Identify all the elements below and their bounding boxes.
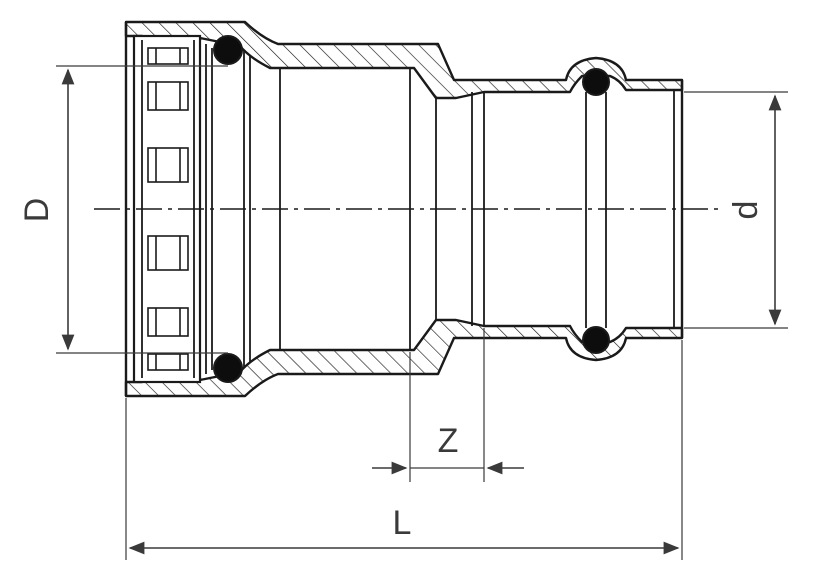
- upper-wall-section: [124, 20, 684, 100]
- grip-tooth: [147, 353, 189, 371]
- grip-teeth: [147, 47, 189, 371]
- dimension-Z: [372, 328, 524, 482]
- grip-tooth: [147, 147, 189, 183]
- o-ring-left-bottom: [213, 353, 243, 383]
- lower-wall-section: [124, 318, 684, 398]
- o-ring-right-bottom: [582, 326, 610, 354]
- dimension-label-L: L: [393, 504, 412, 542]
- dimension-d: [684, 91, 788, 329]
- o-ring-left-top: [213, 35, 243, 65]
- o-rings: [213, 35, 610, 383]
- grip-tooth: [147, 81, 189, 111]
- grip-tooth: [147, 235, 189, 271]
- dimension-label-D: D: [18, 198, 56, 223]
- dimension-label-d: d: [727, 201, 765, 220]
- dimension-label-Z: Z: [438, 422, 459, 460]
- dimension-L: [125, 340, 683, 560]
- o-ring-right-top: [582, 68, 610, 96]
- grip-tooth: [147, 47, 189, 65]
- o-ring-groove-lines: [585, 92, 607, 328]
- dimension-D: [56, 65, 228, 354]
- grip-tooth: [147, 307, 189, 337]
